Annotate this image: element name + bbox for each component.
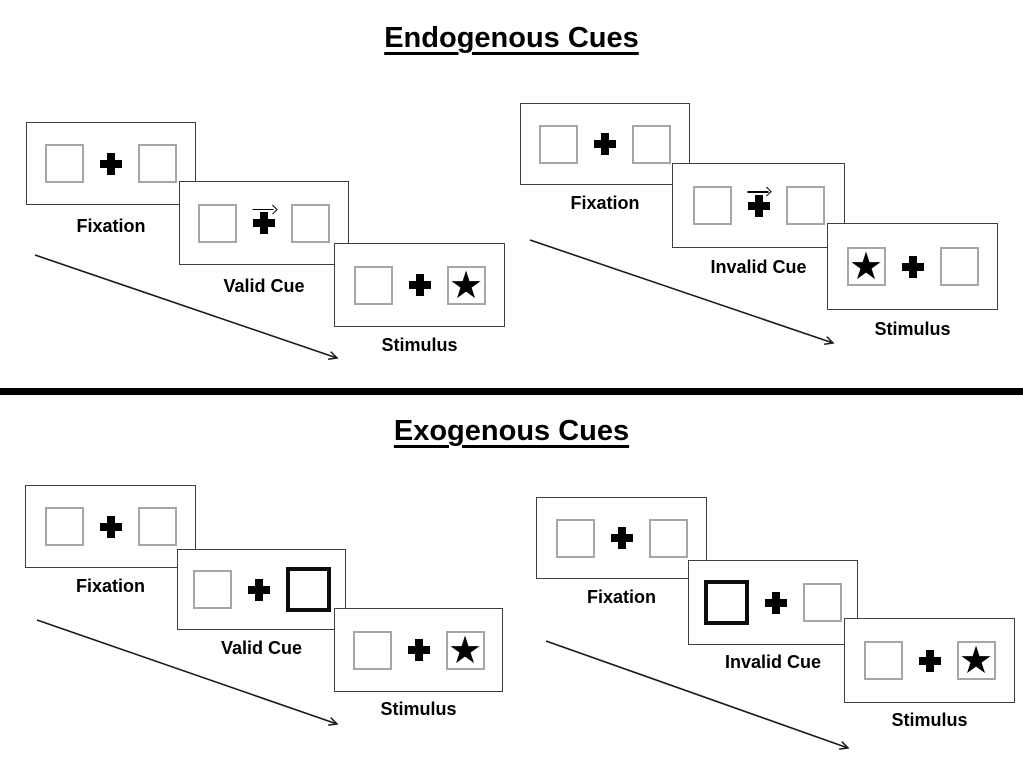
center-symbols <box>764 585 788 620</box>
right-box <box>291 203 330 243</box>
star-icon: ★ <box>848 244 884 288</box>
panel-label: Fixation <box>75 576 145 596</box>
fixation-cross-icon <box>765 591 787 614</box>
panel-label: Valid Cue <box>220 638 303 658</box>
right-box: ★ <box>445 627 485 672</box>
section-title-exogenous: Exogenous Cues <box>393 415 630 447</box>
panel-label: Stimulus <box>380 699 457 719</box>
star-icon: ★ <box>447 627 483 672</box>
fixation-cross-icon <box>610 527 633 549</box>
star-icon: ★ <box>958 638 994 682</box>
left-box <box>704 580 749 625</box>
center-symbols <box>407 633 431 668</box>
trial-panel-stimulus: ★ <box>334 243 505 327</box>
left-box <box>192 570 232 609</box>
right-box: ★ <box>956 638 996 682</box>
panel-label: Invalid Cue <box>710 257 807 277</box>
center-symbols <box>408 268 432 303</box>
center-symbols <box>99 509 123 544</box>
panel-label: Stimulus <box>874 319 951 339</box>
section-title-endogenous: Endogenous Cues <box>384 22 639 54</box>
fixation-cross-icon <box>99 515 122 538</box>
panel-label: Fixation <box>586 587 656 607</box>
right-box <box>285 567 331 612</box>
right-box <box>137 507 177 546</box>
fixation-cross-icon <box>901 255 924 278</box>
fixation-cross-icon <box>408 274 431 296</box>
panel-label: Valid Cue <box>223 276 305 296</box>
trial-panel-invalid-cue <box>688 560 858 645</box>
left-box <box>45 144 84 183</box>
left-box <box>863 641 903 680</box>
fixation-cross-icon <box>747 194 770 217</box>
center-symbols <box>610 521 634 556</box>
left-box: ★ <box>846 244 886 288</box>
right-box <box>648 518 688 558</box>
sequence-arrow-exogenous-valid <box>36 619 339 726</box>
trial-panel-stimulus: ★ <box>334 608 503 692</box>
trial-panel-valid-cue <box>177 549 346 630</box>
panel-label: Stimulus <box>891 710 968 730</box>
trial-panel-invalid-cue <box>672 163 845 248</box>
fixation-cross-icon <box>407 639 430 661</box>
section-divider <box>0 388 1023 395</box>
center-symbols <box>593 127 617 162</box>
left-box <box>352 630 392 670</box>
left-box <box>539 124 578 164</box>
trial-panel-stimulus: ★ <box>827 223 998 310</box>
fixation-cross-icon <box>247 578 270 601</box>
trial-panel-fixation <box>26 122 196 205</box>
panel-label: Stimulus <box>381 335 458 355</box>
fixation-cross-icon <box>253 212 275 234</box>
center-symbols <box>747 188 771 223</box>
right-box <box>632 124 671 164</box>
trial-panel-fixation <box>536 497 707 579</box>
panel-label: Fixation <box>76 216 146 236</box>
left-box <box>353 265 393 305</box>
trial-panel-stimulus: ★ <box>844 618 1015 703</box>
trial-panel-fixation <box>25 485 196 568</box>
left-box <box>44 507 84 546</box>
right-box <box>138 144 177 183</box>
center-symbols <box>252 206 276 241</box>
cue-direction-arrow-icon <box>252 205 276 214</box>
fixation-cross-icon <box>594 133 616 155</box>
center-symbols <box>247 572 271 607</box>
fixation-cross-icon <box>100 152 122 175</box>
right-box <box>785 186 825 225</box>
trial-panel-fixation <box>520 103 690 185</box>
right-box <box>803 583 842 622</box>
center-symbols <box>901 249 925 284</box>
cue-direction-arrow-icon <box>747 187 770 196</box>
left-box <box>198 203 237 243</box>
center-symbols <box>99 146 123 181</box>
right-box <box>939 247 979 286</box>
left-box <box>555 518 595 558</box>
panel-label: Invalid Cue <box>724 652 822 672</box>
center-symbols <box>918 643 942 678</box>
fixation-cross-icon <box>918 649 941 672</box>
sequence-arrow-endogenous-invalid <box>529 239 835 345</box>
right-box: ★ <box>446 262 486 307</box>
sequence-arrow-endogenous-valid <box>34 254 339 360</box>
trial-panel-valid-cue <box>179 181 349 265</box>
panel-label: Fixation <box>570 193 640 213</box>
left-box <box>692 186 732 225</box>
star-icon: ★ <box>448 262 484 307</box>
